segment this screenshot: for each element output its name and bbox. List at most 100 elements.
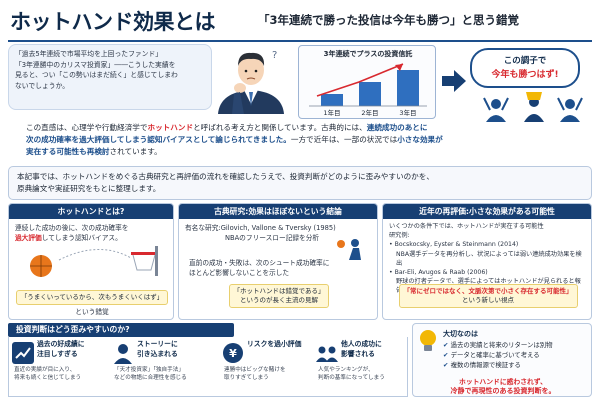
card-line: 研究例: (389, 232, 410, 240)
card-highlight-wrap: 「ホットハンドは錯覚である」というのが長く主流の見解 (179, 284, 377, 308)
card-definition: ホットハンドとは? 連続した成功の後に、次の成功確率を 過大評価してしまう認知バ… (8, 203, 174, 320)
trend-arrow-head (395, 64, 403, 71)
intro-emphasis: 連続成功のあとに (366, 123, 428, 132)
takeaway-point-text: データと確率に基づいて考える (450, 351, 540, 359)
page-subtitle: 「3年連続で勝った投信は今年も勝つ」と思う錯覚 (258, 13, 519, 27)
item-desc-line: 直近の実績が目に入り、 (14, 367, 76, 373)
thinking-man-icon: ? (218, 50, 284, 114)
item-title-line: 他人の成功に (341, 340, 382, 348)
card-quote: 「うまくいっているから、次もうまくいくはず」 (15, 290, 169, 305)
intro-text: この直感は、心理学や行動経済学で (26, 123, 148, 132)
chart-bar (321, 94, 343, 106)
study-title: • Bar-Eli, Avugos & Raab (2006) (389, 269, 488, 277)
card-highlight-wrap: 「常にゼロではなく、文脈次第で小さく存在する可能性」という新しい視点 (383, 284, 591, 308)
card-emphasis: 過大評価 (15, 234, 42, 242)
card-reevaluation: 近年の再評価:小さな効果がある可能性 いくつかの条件下では、ホットハンドが実在す… (382, 203, 592, 320)
guru-speaker-icon (114, 344, 132, 364)
page-title: ホットハンド効果とは (10, 10, 216, 34)
card-title: ホットハンドとは? (9, 204, 173, 219)
item-desc-line: 取りすぎてしまう (224, 375, 269, 381)
trend-chart-icon (12, 342, 34, 364)
takeaway-point-text: 過去の実績と将来のリターンは別物 (450, 341, 553, 349)
purpose-line: 原典論文や実証研究をもとに整理します。 (17, 184, 161, 193)
svg-text:¥: ¥ (229, 347, 237, 360)
basketball-player-icon (337, 239, 361, 260)
item-desc: 人気やランキングが、判断の基準になってしまう (318, 366, 385, 382)
intro-emphasis: 実在する可能性も再検討 (26, 147, 110, 157)
chart-category-label: 1年目 (323, 108, 340, 117)
highlight-line: というのが長く主流の見解 (240, 296, 318, 304)
takeaway-point: ✔ データと確率に基づいて考える (443, 350, 540, 359)
check-icon: ✔ (443, 361, 451, 369)
card-title: 古典研究:効果はほぼないという結論 (179, 204, 377, 219)
takeaway-title: 大切なのは (443, 330, 478, 338)
card-line: いくつかの条件下では、ホットハンドが実在する可能性 (389, 223, 544, 230)
takeaway-box: 大切なのは ✔ 過去の実績と将来のリターンは別物 ✔ データと確率に基づいて考え… (412, 323, 592, 397)
card-highlight: 「常にゼロではなく、文脈次第で小さく存在する可能性」という新しい視点 (398, 284, 578, 308)
item-desc-line: 「天才投資家」「独自手法」 (114, 367, 184, 373)
card-body: 連続した成功の後に、次の成功確率を 過大評価してしまう認知バイアス。 (9, 219, 173, 243)
chart-category-label: 2年目 (361, 108, 378, 117)
hot-hand-term: ホットハンド (147, 123, 194, 132)
item-desc-line: 判断の基準になってしまう (318, 375, 385, 381)
study-desc: NBA選手データを再分析し、状況によっては弱い連続成功効果を検出 (396, 250, 582, 267)
title-underline (8, 40, 592, 42)
item-desc-line: 連勝中はビッグな賭けを (224, 367, 286, 373)
item-title-line: 影響される (341, 349, 375, 358)
item-desc-line: 人気やランキングが、 (318, 367, 374, 373)
item-title-line: リスクを過小評価 (247, 340, 302, 348)
card-line: 直前の成功・失敗は、次のシュート成功確率に (189, 259, 330, 267)
chart-title: 3年連続でプラスの投資信託 (323, 50, 413, 58)
lightbulb-icon (420, 330, 436, 351)
takeaway-point-text: 複数の情報源で検証する (450, 361, 521, 369)
quote-bubble: 「過去5年連続で市場平均を上回ったファンド」 「3年連勝中のカリスマ投資家」――… (8, 44, 212, 110)
study-title: • Bocskocsky, Eyster & Steinmann (2014) (389, 241, 519, 249)
intro-paragraph: この直感は、心理学や行動経済学でホットハンドと呼ばれる考え方と関係しています。古… (26, 122, 586, 159)
intro-text: 一方で近年は、一部の状況では (290, 135, 398, 145)
takeaway-closing: 冷静で再現性のある投資判断を。 (450, 387, 556, 395)
item-desc: 「天才投資家」「独自手法」などの物語に合理性を感じる (114, 366, 187, 382)
highlight-line: 「常にゼロではなく、文脈次第で小さく存在する可能性」 (403, 287, 573, 295)
fund-performance-chart: 3年連続でプラスの投資信託 1年目 2年目 3年目 (298, 45, 436, 119)
card-line: 有名な研究:Gilovich, Vallone & Tversky (1985) (185, 224, 336, 232)
item-title-line: 過去の好成績に (37, 340, 85, 348)
card-caption: という錯覚 (75, 308, 109, 316)
card-body: 有名な研究:Gilovich, Vallone & Tversky (1985)… (179, 219, 377, 243)
item-title-line: 注目しすぎる (37, 349, 78, 358)
check-icon: ✔ (443, 341, 451, 349)
card-highlight: 「ホットハンドは錯覚である」というのが長く主流の見解 (228, 284, 330, 308)
article-purpose-box: 本記事では、ホットハンドをめぐる古典研究と再評価の流れを確認したうえで、投資判断… (8, 166, 592, 200)
section-title: 投資判断はどう歪みやすいのか? (8, 323, 234, 337)
card-quote-wrap: 「うまくいっているから、次もうまくいくはず」 という錯覚 (9, 284, 173, 317)
chart-canvas: 1年目 2年目 3年目 (309, 63, 427, 117)
card-classic-research: 古典研究:効果はほぼないという結論 有名な研究:Gilovich, Vallon… (178, 203, 378, 320)
people-group-icon (316, 346, 338, 362)
item-desc-line: 将来も続くと信じてしまう (14, 375, 82, 381)
purpose-line: 本記事では、ホットハンドをめぐる古典研究と再評価の流れを確認したうえで、投資判断… (17, 172, 434, 181)
chart-bar (397, 70, 419, 106)
expectation-bubble: この調子で 今年も勝つはず! (470, 48, 580, 88)
arrow-right-icon (442, 70, 466, 92)
distortion-item: ストーリーに引き込まれる 「天才投資家」「独自手法」などの物語に合理性を感じる (112, 338, 218, 396)
card-line: してしまう認知バイアス。 (41, 234, 122, 242)
takeaway-point: ✔ 複数の情報源で検証する (443, 360, 521, 369)
distortion-item: 過去の好成績に注目しすぎる 直近の実績が目に入り、将来も続くと信じてしまう (12, 338, 112, 396)
bubble-line-2: 今年も勝つはず! (491, 70, 559, 80)
distortion-item: 他人の成功に影響される 人気やランキングが、判断の基準になってしまう (316, 338, 406, 396)
item-title-line: 引き込まれる (137, 349, 178, 358)
quote-line: 「過去5年連続で市場平均を上回ったファンド」 (15, 50, 163, 58)
item-desc: 直近の実績が目に入り、将来も続くと信じてしまう (14, 366, 81, 382)
svg-text:?: ? (272, 50, 277, 61)
card-title: 近年の再評価:小さな効果がある可能性 (383, 204, 591, 219)
distortion-panel (8, 337, 408, 397)
trend-arrow-line (316, 63, 404, 97)
item-title: リスクを過小評価 (247, 340, 301, 350)
item-desc: 連勝中はビッグな賭けを取りすぎてしまう (224, 366, 286, 382)
takeaway-closing: ホットハンドに惑わされず、 (459, 378, 547, 386)
intro-emphasis: 次の成功確率を過大評価してしまう認知バイアスとして論じられてきました。 (26, 135, 291, 145)
item-desc-line: などの物語に合理性を感じる (114, 375, 187, 381)
basketball-icon (30, 246, 158, 277)
chart-category-label: 3年目 (399, 108, 416, 117)
highlight-line: という新しい視点 (462, 296, 514, 304)
card-line: NBAのフリースロー記録を分析 (225, 234, 320, 242)
